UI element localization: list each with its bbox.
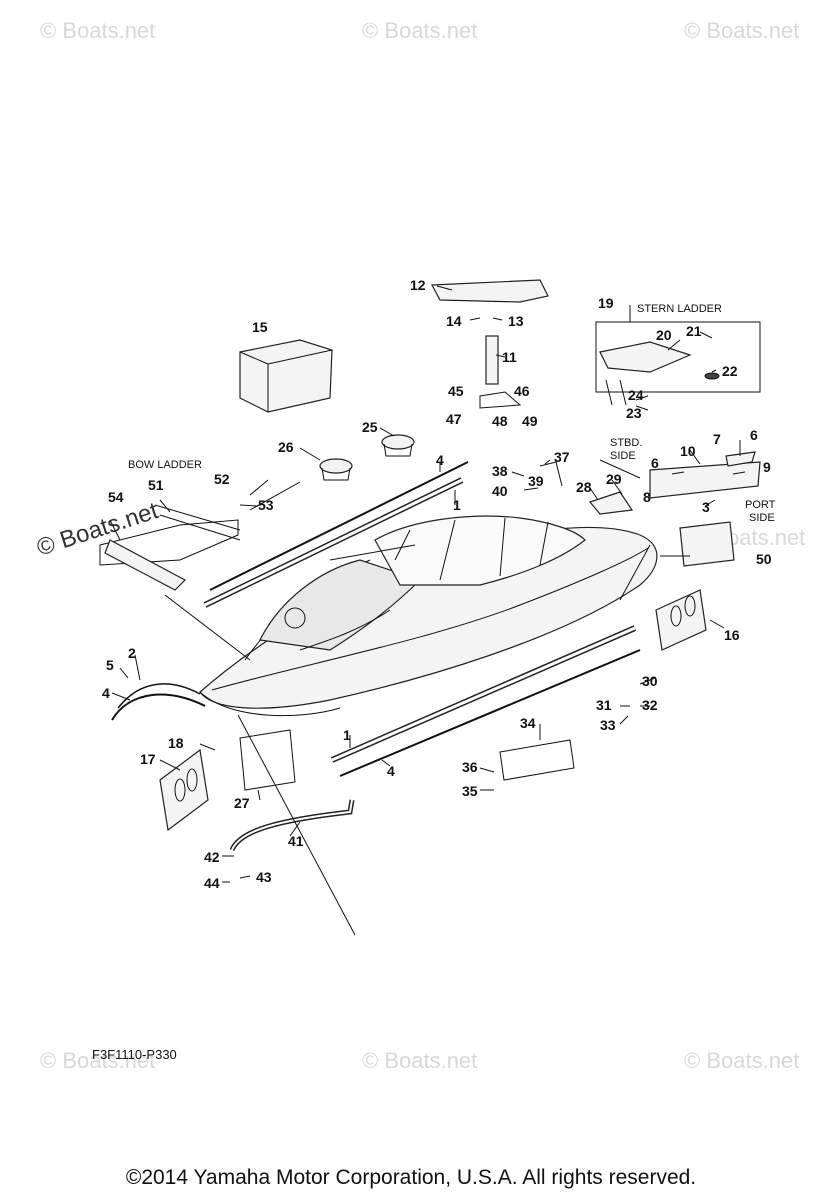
label-44: 44 [204, 875, 220, 891]
part-7-cleat [725, 451, 756, 467]
label-35: 35 [462, 783, 478, 799]
label-7: 7 [713, 431, 721, 447]
label-4b: 4 [102, 685, 110, 701]
part-37-rail [539, 461, 563, 487]
label-53: 53 [258, 497, 274, 513]
boat-hull [199, 515, 658, 717]
label-10: 10 [680, 443, 696, 459]
label-21: 21 [686, 323, 702, 339]
watermark-top-left: © Boats.net [40, 18, 155, 43]
label-23: 23 [626, 405, 642, 421]
label-47: 47 [446, 411, 462, 427]
label-2: 2 [128, 645, 136, 661]
label-24: 24 [628, 387, 644, 403]
label-4a: 4 [436, 452, 444, 468]
label-52: 52 [214, 471, 230, 487]
label-45: 45 [448, 383, 464, 399]
part-26-cup-holder [319, 458, 353, 474]
label-33: 33 [600, 717, 616, 733]
part-52-bar [249, 481, 301, 511]
part-11-post [485, 335, 499, 385]
label-5: 5 [106, 657, 114, 673]
label-36: 36 [462, 759, 478, 775]
part-50-plate [679, 521, 735, 567]
caption-stbd-2: SIDE [610, 450, 636, 462]
label-42: 42 [204, 849, 220, 865]
part-25-cup-holder [381, 434, 415, 450]
label-49: 49 [522, 413, 538, 429]
label-34: 34 [520, 715, 536, 731]
watermark-bottom-left: © Boats.net [40, 1048, 155, 1073]
stern-ladder-assembly [595, 321, 761, 406]
caption-port-1: PORT [745, 499, 776, 511]
label-43: 43 [256, 869, 272, 885]
watermark-top-center: © Boats.net [362, 18, 477, 43]
label-25: 25 [362, 419, 378, 435]
label-12: 12 [410, 277, 426, 293]
label-51: 51 [148, 477, 164, 493]
label-38: 38 [492, 463, 508, 479]
label-46: 46 [514, 383, 530, 399]
label-29: 29 [606, 471, 622, 487]
leader-lines [109, 285, 746, 936]
caption-port-2: SIDE [749, 512, 775, 524]
label-11: 11 [502, 349, 517, 365]
label-32: 32 [642, 697, 658, 713]
label-17: 17 [140, 751, 156, 767]
gunwale-strips [111, 461, 641, 777]
label-9: 9 [763, 459, 771, 475]
label-26: 26 [278, 439, 294, 455]
label-6b: 6 [651, 455, 659, 471]
watermark-top-right: © Boats.net [684, 18, 799, 43]
label-50: 50 [756, 551, 772, 567]
part-12-panel [431, 279, 549, 303]
part-8-rail [649, 461, 761, 499]
bow-ladder-assembly [99, 504, 241, 591]
label-18: 18 [168, 735, 184, 751]
part-labels: 1 1 2 3 4 4 4 5 6 6 7 8 9 10 11 12 13 14… [102, 277, 772, 891]
caption-bow-ladder: BOW LADDER [128, 459, 202, 471]
part-28-bracket [588, 491, 634, 515]
label-4c: 4 [387, 763, 395, 779]
label-3: 3 [702, 499, 710, 515]
copyright-notice: ©2014 Yamaha Motor Corporation, U.S.A. A… [125, 1166, 697, 1189]
watermark-mid-left: © Boats.net [34, 497, 162, 562]
label-48: 48 [492, 413, 508, 429]
label-31: 31 [596, 697, 612, 713]
part-34-panel [499, 739, 575, 781]
label-27: 27 [234, 795, 250, 811]
label-41: 41 [288, 833, 304, 849]
label-20: 20 [656, 327, 672, 343]
label-37: 37 [554, 449, 570, 465]
label-28: 28 [576, 479, 592, 495]
label-14: 14 [446, 313, 462, 329]
label-40: 40 [492, 483, 508, 499]
watermark-bottom-center: © Boats.net [362, 1048, 477, 1073]
label-16: 16 [724, 627, 740, 643]
label-1a: 1 [453, 497, 461, 513]
label-39: 39 [528, 473, 544, 489]
label-22: 22 [722, 363, 738, 379]
figure-code: F3F1110-P330 [92, 1047, 177, 1062]
label-54: 54 [108, 489, 124, 505]
part-16-plate [655, 589, 707, 651]
label-6a: 6 [750, 427, 758, 443]
caption-stern-ladder: STERN LADDER [637, 303, 722, 315]
label-1b: 1 [343, 727, 351, 743]
watermark-bottom-right: © Boats.net [684, 1048, 799, 1073]
label-15: 15 [252, 319, 268, 335]
caption-stbd-1: STBD. [610, 437, 642, 449]
label-13: 13 [508, 313, 524, 329]
part-17-plate [159, 748, 209, 832]
part-15-cooler [239, 339, 333, 413]
label-19: 19 [598, 295, 614, 311]
label-8: 8 [643, 489, 651, 505]
part-27-box [239, 729, 296, 791]
label-30: 30 [642, 673, 658, 689]
